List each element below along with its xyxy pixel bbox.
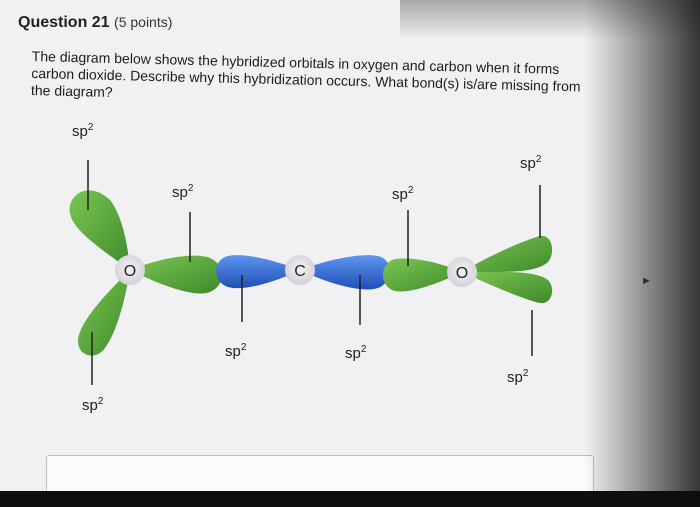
orbital-lobe-right-upper <box>462 235 553 273</box>
question-number: Question 21 <box>18 14 110 31</box>
orbital-lobe-left-o-c <box>130 255 222 294</box>
hybrid-orbital-diagram: O C O <box>69 160 553 385</box>
mouse-cursor-icon: ► <box>641 275 652 287</box>
orbital-lobe-right-lower <box>462 271 553 304</box>
atom-label-o-left: O <box>124 263 136 280</box>
atom-oxygen-right <box>447 257 477 287</box>
orbital-label-c-o: sp2 <box>392 185 414 203</box>
atom-oxygen-left <box>115 255 145 285</box>
atom-label-o-right: O <box>456 265 468 282</box>
orbital-lobe-left-upper <box>69 190 130 270</box>
orbital-label-c-right: sp2 <box>345 344 367 362</box>
atom-carbon <box>285 255 315 285</box>
orbital-label-c-left: sp2 <box>225 342 247 360</box>
atom-label-c: C <box>294 263 306 280</box>
orbital-lobe-right-o-c <box>383 258 462 292</box>
orbital-lobe-c-left <box>216 255 300 289</box>
orbital-label-left-bottom: sp2 <box>82 396 104 414</box>
orbital-lobe-left-lower <box>77 270 130 356</box>
answer-textarea[interactable] <box>46 455 594 491</box>
orbital-label-o-c: sp2 <box>172 183 194 201</box>
question-points: (5 points) <box>114 14 173 30</box>
orbital-label-right-bottom: sp2 <box>507 368 529 386</box>
orbital-label-left-top: sp2 <box>72 122 94 140</box>
question-header: Question 21 (5 points) <box>18 14 172 32</box>
question-page: Question 21 (5 points) The diagram below… <box>0 0 700 491</box>
orbital-label-right-top: sp2 <box>520 154 542 172</box>
orbital-lobe-c-right <box>300 255 390 290</box>
